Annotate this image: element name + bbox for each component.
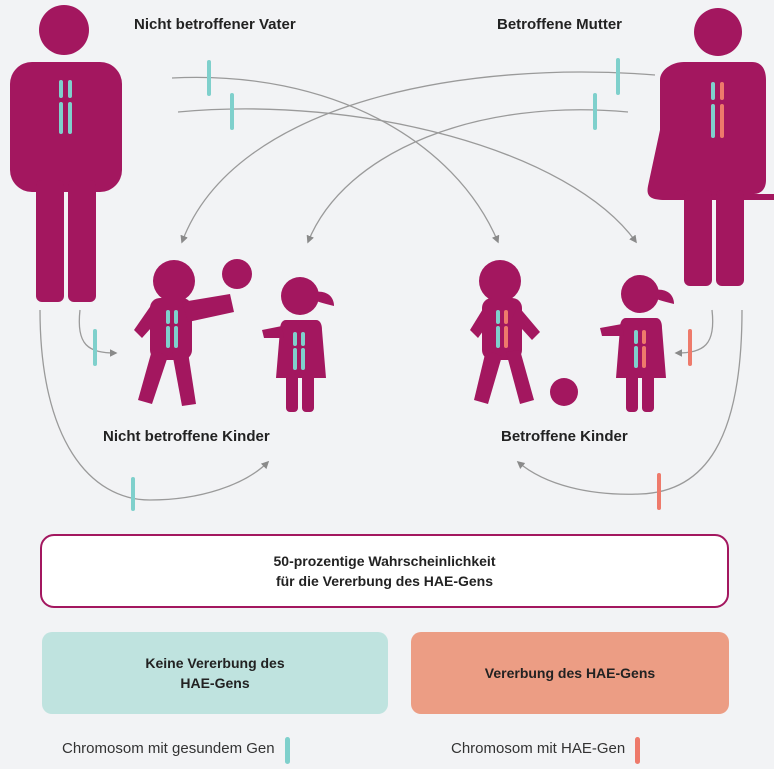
girl-affected-chromosomes xyxy=(634,330,646,368)
girl-icon xyxy=(262,277,334,412)
legend-healthy: Chromosom mit gesundem Gen xyxy=(62,735,290,764)
ball-icon xyxy=(550,378,578,406)
boy-kicking-ball-icon xyxy=(470,260,578,406)
mother-label: Betroffene Mutter xyxy=(497,16,623,33)
no-inheritance-line-2: HAE-Gens xyxy=(180,675,250,691)
boy-unaffected-chromosomes xyxy=(166,310,178,348)
boy-with-ball-icon xyxy=(134,259,252,406)
girl-unaffected-chromosomes xyxy=(293,332,305,370)
probability-line-2: für die Vererbung des HAE-Gens xyxy=(275,573,494,589)
man-figure-icon xyxy=(10,5,122,302)
ball-icon xyxy=(222,259,252,289)
no-inheritance-line-1: Keine Vererbung des xyxy=(145,655,285,671)
woman-figure-icon xyxy=(647,8,774,286)
arrow-mother-to-unaffected-boy xyxy=(180,71,656,244)
mother-chromosomes xyxy=(711,82,724,138)
hae-chromosome-icon xyxy=(635,737,641,764)
father-chromosomes xyxy=(59,80,72,134)
father-label: Nicht betroffener Vater xyxy=(134,16,296,33)
probability-line-1: 50-prozentige Wahrscheinlichkeit xyxy=(273,553,496,569)
legend-healthy-label: Chromosom mit gesundem Gen xyxy=(62,740,275,757)
arrow-mother-to-unaffected-girl xyxy=(306,109,629,244)
no-inheritance-box: Keine Vererbung des HAE-Gens xyxy=(42,632,388,714)
arrow-mother-side-to-girl xyxy=(674,309,714,357)
arrow-father-to-affected-boy xyxy=(171,76,500,244)
affected-children-label: Betroffene Kinder xyxy=(501,428,628,445)
arrow-mother-bottom-to-affected-kids xyxy=(516,309,743,495)
girl-icon xyxy=(600,275,674,412)
arrow-chromosome-markers xyxy=(93,58,692,511)
arrow-father-to-affected-girl xyxy=(177,108,637,244)
arrow-father-side-to-boy xyxy=(78,309,118,357)
inheritance-label: Vererbung des HAE-Gens xyxy=(484,665,656,681)
legend-hae: Chromosom mit HAE-Gen xyxy=(451,735,641,764)
unaffected-children-label: Nicht betroffene Kinder xyxy=(103,428,270,445)
probability-box: 50-prozentige Wahrscheinlichkeit für die… xyxy=(40,534,729,608)
legend-hae-label: Chromosom mit HAE-Gen xyxy=(451,740,626,757)
healthy-chromosome-icon xyxy=(284,737,290,764)
inheritance-diagram xyxy=(10,5,774,511)
boy-affected-chromosomes xyxy=(496,310,508,348)
inheritance-box: Vererbung des HAE-Gens xyxy=(411,632,729,714)
